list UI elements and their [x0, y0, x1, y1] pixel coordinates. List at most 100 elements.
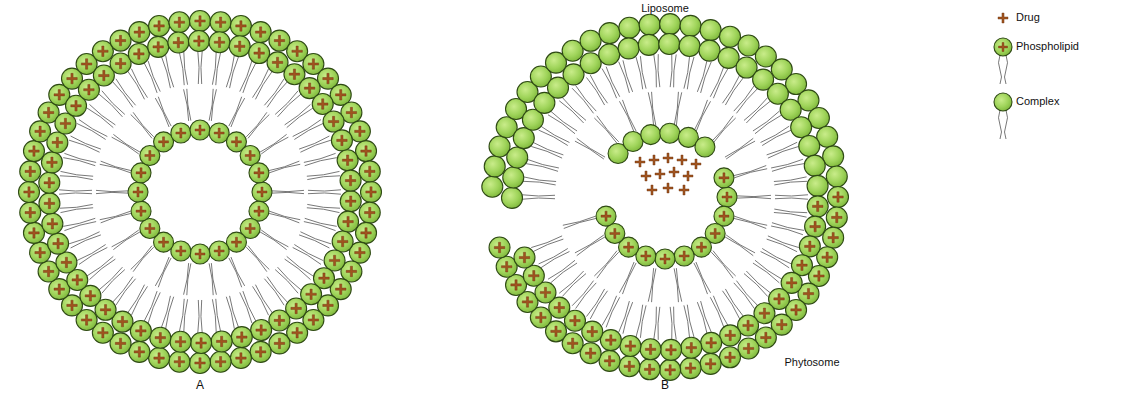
- lipid-tail: [564, 218, 596, 228]
- lipid-tail: [272, 192, 304, 193]
- drug-cross: [604, 356, 615, 366]
- head-ball: [699, 40, 720, 61]
- drug-cross: [84, 84, 95, 95]
- head-ball: [128, 182, 148, 202]
- lipid-tail: [623, 60, 633, 92]
- lipid-tail: [161, 296, 170, 328]
- drug-cross: [663, 153, 673, 163]
- head-ball: [249, 43, 270, 64]
- drug-cross: [323, 73, 333, 84]
- drug-cross: [587, 326, 598, 336]
- drug-cross: [255, 347, 265, 357]
- legend-samples: [994, 13, 1012, 139]
- drug-cross: [145, 223, 155, 233]
- drug-cross: [706, 338, 717, 348]
- lipid-tail: [184, 52, 188, 85]
- lipid-tail: [775, 195, 808, 196]
- head-ball: [229, 36, 250, 57]
- drug-cross: [660, 254, 670, 264]
- lipid-tail: [726, 141, 755, 159]
- head-ball: [20, 202, 41, 223]
- head-ball: [700, 20, 721, 41]
- lipid-tail: [253, 286, 269, 315]
- head-ball: [640, 339, 661, 360]
- head-ball: [39, 172, 60, 193]
- head-ball: [210, 12, 231, 33]
- lipid-tail: [260, 134, 287, 152]
- drug-cross: [625, 341, 636, 351]
- lipid-tail: [725, 237, 753, 256]
- drug-cross: [117, 316, 128, 326]
- head-ball: [190, 11, 211, 32]
- lipid-tail: [216, 53, 221, 86]
- lipid-tail: [79, 120, 107, 137]
- lipid-tail: [294, 123, 323, 139]
- lipid-tail: [551, 111, 577, 131]
- lipid-tail: [255, 71, 272, 99]
- lipid-tail: [622, 263, 636, 294]
- drug-cross: [306, 289, 316, 299]
- drug-cross: [43, 107, 54, 118]
- drug-cross: [828, 232, 839, 243]
- lipid-tail: [133, 247, 154, 272]
- drug-cross: [601, 211, 611, 221]
- lipid-tail: [522, 195, 555, 196]
- lipid-tail: [133, 112, 154, 137]
- drug-cross: [665, 365, 676, 375]
- lipid-tail: [562, 97, 586, 120]
- drug-cross: [645, 344, 656, 354]
- lipid-tail: [761, 252, 790, 268]
- lipid-tail: [734, 169, 767, 178]
- drug-cross: [832, 212, 843, 223]
- lipid-tail: [744, 97, 768, 120]
- drug-cross: [47, 157, 58, 168]
- lipid-tail: [272, 190, 304, 191]
- drug-cross: [67, 300, 78, 310]
- head-ball: [639, 359, 660, 380]
- drug-cross: [647, 185, 657, 195]
- head-ball: [23, 141, 44, 162]
- drug-cross: [304, 83, 314, 94]
- lipid-tail: [269, 211, 300, 220]
- lipid-tail: [737, 197, 771, 198]
- head-ball: [209, 241, 229, 261]
- drug-cross: [236, 21, 247, 32]
- drug-cross: [98, 327, 109, 337]
- drug-cross: [355, 247, 365, 258]
- lipid-tail: [710, 67, 724, 97]
- drug-cross: [272, 57, 282, 68]
- lipid-tail: [606, 297, 620, 327]
- drug-cross: [536, 312, 547, 322]
- drug-cross: [274, 35, 284, 46]
- head-ball: [19, 182, 40, 203]
- drug-cross: [501, 261, 511, 271]
- structure-name: Liposome: [641, 2, 689, 15]
- lipid-tail: [100, 164, 131, 173]
- head-ball: [39, 193, 60, 214]
- lipid-tail: [158, 258, 171, 287]
- drug-cross: [35, 126, 46, 137]
- lipid-tail: [100, 211, 131, 220]
- head-ball: [994, 38, 1012, 56]
- drug-cross: [60, 118, 71, 129]
- head-ball: [659, 34, 680, 55]
- drug-cross: [155, 332, 166, 342]
- head-ball: [230, 15, 251, 36]
- lipid-tail: [586, 77, 604, 105]
- drug-cross: [54, 284, 65, 294]
- head-ball: [356, 141, 377, 162]
- head-ball: [56, 252, 77, 273]
- head-ball: [356, 222, 377, 243]
- lipid-tail: [308, 193, 341, 194]
- head-ball: [128, 43, 149, 64]
- drug-cross: [44, 198, 55, 209]
- lipid-tail: [77, 123, 106, 139]
- drug-cross: [115, 35, 126, 46]
- lipid-tail: [674, 307, 677, 340]
- drug-cross: [71, 101, 82, 112]
- lipid-tail: [674, 54, 677, 87]
- lipid-tail: [713, 118, 736, 143]
- lipid-tail: [285, 104, 311, 124]
- legend-text: Drug: [1016, 11, 1040, 24]
- lipid-tail: [246, 247, 267, 272]
